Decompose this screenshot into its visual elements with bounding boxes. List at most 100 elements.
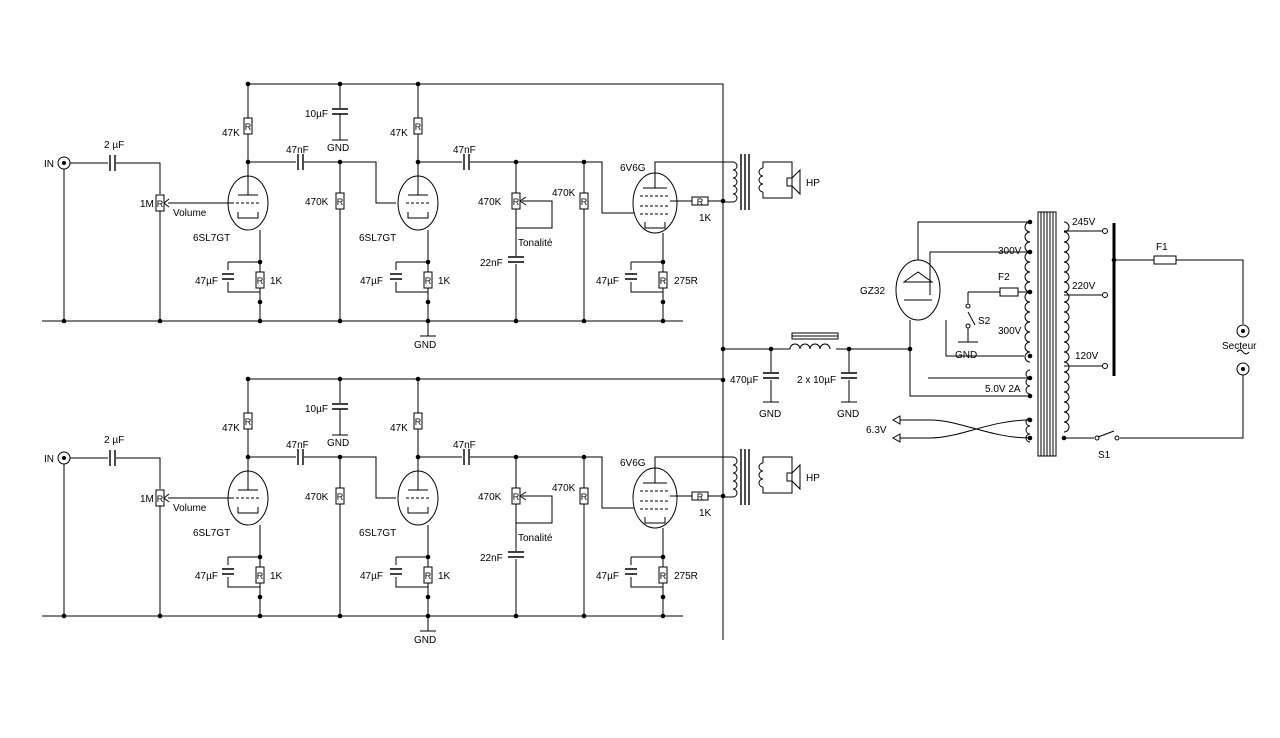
tone-pot: 470K <box>478 197 502 208</box>
grid-resistor: 470K <box>305 492 329 503</box>
gnd-label: GND <box>837 409 859 420</box>
volume-pot-value: 1M <box>140 494 154 505</box>
plate-resistor-2: 47K <box>390 423 408 434</box>
output-tube-label: 6V6G <box>620 163 646 174</box>
input-label: IN <box>44 454 54 465</box>
volume-pot: R <box>155 194 214 321</box>
output-tube-icon <box>632 172 678 234</box>
input-label: IN <box>44 159 54 170</box>
volume-label: Volume <box>173 208 207 219</box>
tone-cap: 22nF <box>480 553 503 564</box>
tube-2-icon <box>397 175 439 231</box>
switch-s1: S1 <box>1098 450 1111 461</box>
speaker-icon <box>786 463 801 491</box>
tap-120v: 120V <box>1075 351 1099 362</box>
mains-label: Secteur <box>1222 341 1257 352</box>
svg-text:R: R <box>513 197 520 207</box>
gnd-label: GND <box>414 635 436 646</box>
svg-text:R: R <box>157 199 164 209</box>
rect-heater-label: 5.0V 2A <box>985 384 1021 395</box>
fuse-f1: F1 <box>1156 242 1168 253</box>
cathode-cap-2: 47µF <box>360 276 383 287</box>
tube-2-icon <box>397 470 439 526</box>
gnd-label: GND <box>414 340 436 351</box>
tap-245v: 245V <box>1072 217 1096 228</box>
output-tube-icon <box>632 467 678 529</box>
speaker-label: HP <box>806 473 820 484</box>
screen-resistor: 1K <box>699 508 712 519</box>
input-capacitor <box>109 450 116 466</box>
cathode-res-2: 1K <box>438 276 451 287</box>
channel-top: IN 2 µF R 1M Volume 6SL7GT 47K 47nF <box>42 81 820 351</box>
volume-label: Volume <box>173 503 207 514</box>
cathode-cap-1: 47µF <box>195 571 218 582</box>
gnd-label: GND <box>955 350 977 361</box>
power-transformer-icon <box>1024 211 1070 457</box>
plate-resistor-2: 47K <box>390 128 408 139</box>
tone-pot: 470K <box>478 492 502 503</box>
fuse-f2: F2 <box>998 272 1010 283</box>
coupling-cap-1: 47nF <box>286 145 309 156</box>
input-jack-icon <box>57 451 71 465</box>
heater-label: 6.3V <box>866 425 887 436</box>
svg-text:R: R <box>697 197 704 207</box>
gnd-label: GND <box>759 409 781 420</box>
svg-text:R: R <box>697 492 704 502</box>
tone-label: Tonalité <box>518 238 553 249</box>
tube-1-icon <box>214 470 269 526</box>
rectifier-tube-icon <box>895 259 941 321</box>
cathode-cap-2: 47µF <box>360 571 383 582</box>
output-cathode-res: 275R <box>674 276 698 287</box>
switch-s2: S2 <box>978 316 991 327</box>
plate-resistor-1: 47K <box>222 128 240 139</box>
cathode-cap-1: 47µF <box>195 276 218 287</box>
tone-label: Tonalité <box>518 533 553 544</box>
tube-2-label: 6SL7GT <box>359 528 396 539</box>
screen-resistor: 1K <box>699 213 712 224</box>
output-grid-resistor: 470K <box>552 188 576 199</box>
output-transformer-icon <box>723 449 793 505</box>
svg-text:R: R <box>157 494 164 504</box>
tube-1-label: 6SL7GT <box>193 528 230 539</box>
tube-1-icon <box>214 175 269 231</box>
input-cap-value: 2 µF <box>104 140 124 151</box>
volume-pot-value: 1M <box>140 199 154 210</box>
speaker-icon <box>786 168 801 196</box>
svg-text:R: R <box>513 492 520 502</box>
volume-pot: R <box>155 489 214 616</box>
ht-winding-upper: 300V <box>998 246 1022 257</box>
filter-cap: 2 x 10µF <box>797 375 836 386</box>
input-cap-value: 2 µF <box>104 435 124 446</box>
rectifier-label: GZ32 <box>860 286 885 297</box>
choke-icon <box>789 332 839 350</box>
output-cathode-res: 275R <box>674 571 698 582</box>
mains-terminal-icon <box>1236 324 1250 376</box>
power-supply: 470µF GND 2 x 10µF GND GZ32 F2 S2 GND <box>720 211 1257 461</box>
output-grid-resistor: 470K <box>552 483 576 494</box>
input-capacitor <box>109 155 116 171</box>
gnd-label: GND <box>327 143 349 154</box>
ht-winding-lower: 300V <box>998 326 1022 337</box>
tube-1-label: 6SL7GT <box>193 233 230 244</box>
grid-resistor: 470K <box>305 197 329 208</box>
reservoir-cap: 470µF <box>730 375 759 386</box>
input-jack-icon <box>57 156 71 170</box>
gnd-label: GND <box>327 438 349 449</box>
cathode-res-1: 1K <box>270 571 283 582</box>
coupling-cap-2: 47nF <box>453 440 476 451</box>
tap-220v: 220V <box>1072 281 1096 292</box>
speaker-label: HP <box>806 178 820 189</box>
tone-cap: 22nF <box>480 258 503 269</box>
cathode-res-2: 1K <box>438 571 451 582</box>
output-transformer-icon <box>723 154 793 210</box>
output-tube-label: 6V6G <box>620 458 646 469</box>
plate-resistor-1: 47K <box>222 423 240 434</box>
channel-bottom: IN 2 µF R 1M Volume 6SL7GT 47K 47nF <box>42 376 820 646</box>
decoupling-cap: 10µF <box>305 404 328 415</box>
coupling-cap-2: 47nF <box>453 145 476 156</box>
cathode-res-1: 1K <box>270 276 283 287</box>
tube-2-label: 6SL7GT <box>359 233 396 244</box>
output-cathode-cap: 47µF <box>596 571 619 582</box>
coupling-cap-1: 47nF <box>286 440 309 451</box>
